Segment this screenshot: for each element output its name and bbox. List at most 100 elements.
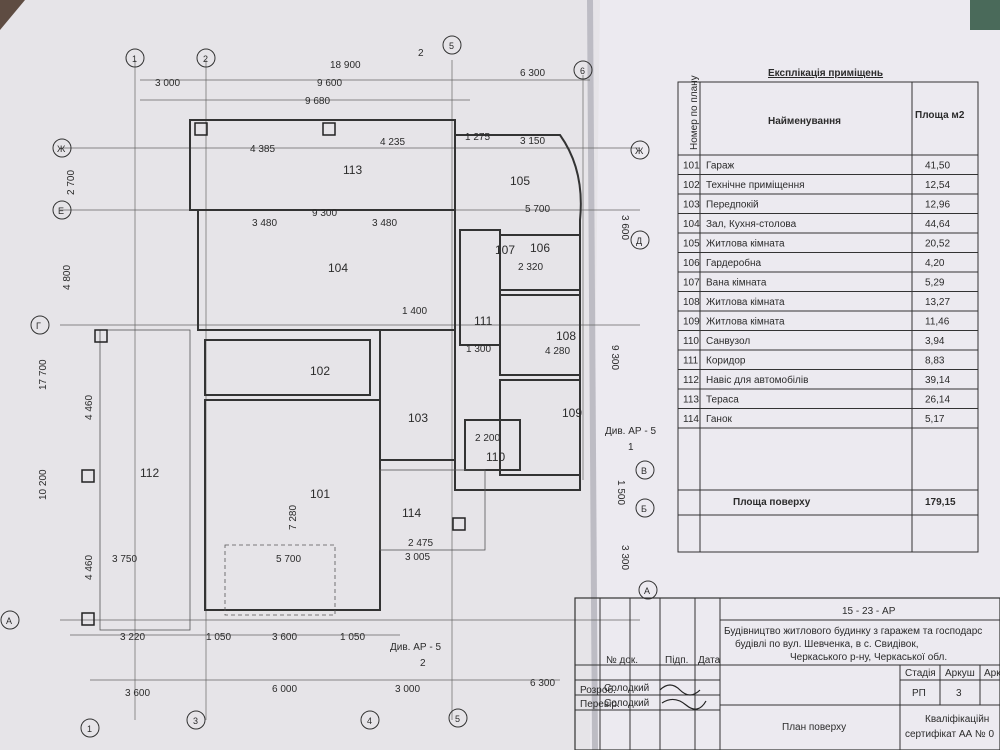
dim-bottom2-4: 1 050 [340,632,365,643]
stamp-col-sheet: Аркуш [945,668,975,679]
table-cell-name: Житлова кімната [706,317,785,328]
dim-bottom-4: 6 300 [530,678,555,689]
table-cell-area: 5,17 [925,414,945,425]
axis-4-bottom: 4 [367,716,372,726]
room-106: 106 [530,241,550,255]
table-cell-area: 20,52 [925,239,950,250]
stamp-hdr-sign: Підп. [665,655,688,666]
table-cell-area: 41,50 [925,161,950,172]
dim-bottom2-2: 1 050 [206,632,231,643]
stamp-role-1: Розроб. [580,684,616,696]
table-cell-area: 3,94 [925,336,945,347]
col-area-header: Площа м2 [915,110,965,121]
table-cell-name: Коридор [706,356,746,367]
stamp-sheet: 3 [956,688,962,699]
table-cell-num: 101 [683,161,700,172]
dim-inner-1: 4 385 [250,144,275,155]
table-cell-area: 13,27 [925,297,950,308]
dim-inner-9: 1 400 [402,306,427,317]
dim-inner-5: 3 480 [252,218,277,229]
table-cell-num: 107 [683,278,700,289]
dim-inner-8: 5 700 [525,204,550,215]
axis-markers-left: Ж Е Г А [0,138,72,630]
axis-5-bottom: 5 [455,714,460,724]
dim-left-3: 17 700 [38,359,49,390]
room-104: 104 [328,261,348,275]
room-102: 102 [310,364,330,378]
dim-bottom-3: 3 000 [395,684,420,695]
dim-inner-12: 5 700 [276,554,301,565]
table-cell-area: 11,46 [925,317,950,328]
dim-inner-4: 3 150 [520,136,545,147]
stamp-name-2: Солодкий [604,698,649,709]
stamp-hdr-date: Дата [698,655,721,666]
signature-mark [659,684,707,710]
dim-inner-3: 1 275 [465,132,490,143]
dim-left-2: 4 800 [62,265,73,290]
stamp-org-1: Кваліфікаційн [925,713,989,725]
stamp-code: 15 - 23 - АР [842,606,896,617]
dim-inner-13: 1 300 [466,344,491,355]
axis-markers-top: 1 2 5 6 [125,35,593,80]
explication-table: Експлікація приміщень Номер по плану Най… [677,68,979,553]
table-cell-name: Передпокій [706,200,759,211]
axis-3-bottom: 3 [193,716,198,726]
room-110: 110 [486,450,505,464]
room-labels: 101 102 103 104 105 106 107 108 109 110 … [140,163,582,520]
room-108: 108 [556,329,576,343]
dim-inner-18: 2 320 [518,262,543,273]
dim-top2-1: 9 680 [305,96,330,107]
table-cell-name: Вана кімната [706,278,767,289]
dim-right-3: 1 500 [615,480,626,505]
dim-top-2: 9 600 [317,78,342,89]
dim-inner-7: 3 480 [372,218,397,229]
axis-5-top: 5 [449,41,454,51]
dim-inner-2: 4 235 [380,137,405,148]
dim-total-top: 18 900 [330,60,361,71]
col-num-header: Номер по плану [689,75,700,150]
axis-1-bottom: 1 [87,724,92,734]
table-cell-name: Житлова кімната [706,297,785,308]
dim-bottom-2: 6 000 [272,684,297,695]
room-103: 103 [408,411,428,425]
col-name-header: Найменування [768,116,841,127]
dim-left-6: 4 460 [84,555,95,580]
table-cell-num: 108 [683,297,700,308]
dim-left-1: 2 700 [66,170,77,195]
table-cell-name: Гараж [706,161,735,172]
stamp-role-2: Перевір. [580,699,620,710]
table-cell-area: 5,29 [925,278,945,289]
table-cell-area: 26,14 [925,395,950,406]
table-cell-num: 105 [683,239,700,250]
table-cell-num: 104 [683,219,700,230]
axis-zh-right: Ж [635,146,644,156]
dim-inner-16: 3 005 [405,552,430,563]
axis-markers-bottom: 1 3 4 5 [80,708,468,738]
dim-top-3: 6 300 [520,68,545,79]
axis-g-left: Г [36,321,41,331]
axis-v-right: В [641,466,647,476]
dim-bottom-1: 3 600 [125,688,150,699]
stamp-col-stage: Стадія [905,668,936,679]
table-cell-num: 103 [683,200,700,211]
table-cell-num: 113 [683,395,699,406]
stamp-col-sheets: Арк [984,668,1000,679]
axis-zh-left: Ж [57,144,66,154]
table-cell-num: 106 [683,258,700,269]
axis-2-top: 2 [203,54,208,64]
table-cell-num: 102 [683,180,700,191]
table-cell-num: 110 [683,336,699,347]
dim-right-2: 9 300 [609,345,620,370]
total-label: Площа поверху [733,497,811,508]
table-cell-name: Зал, Кухня-столова [706,219,797,230]
stamp-sheet-title: План поверху [782,722,846,733]
table-cell-area: 8,83 [925,356,945,367]
table-cell-area: 12,96 [925,200,950,211]
axis-d-right: Д [636,236,642,246]
table-cell-area: 39,14 [925,375,950,386]
total-value: 179,15 [925,497,956,508]
section-mark-bottom: 2 [420,658,426,669]
stamp-desc-1: Будівництво житлового будинку з гаражем … [724,625,982,637]
section-label-bottom: Див. АР - 5 [390,642,441,653]
